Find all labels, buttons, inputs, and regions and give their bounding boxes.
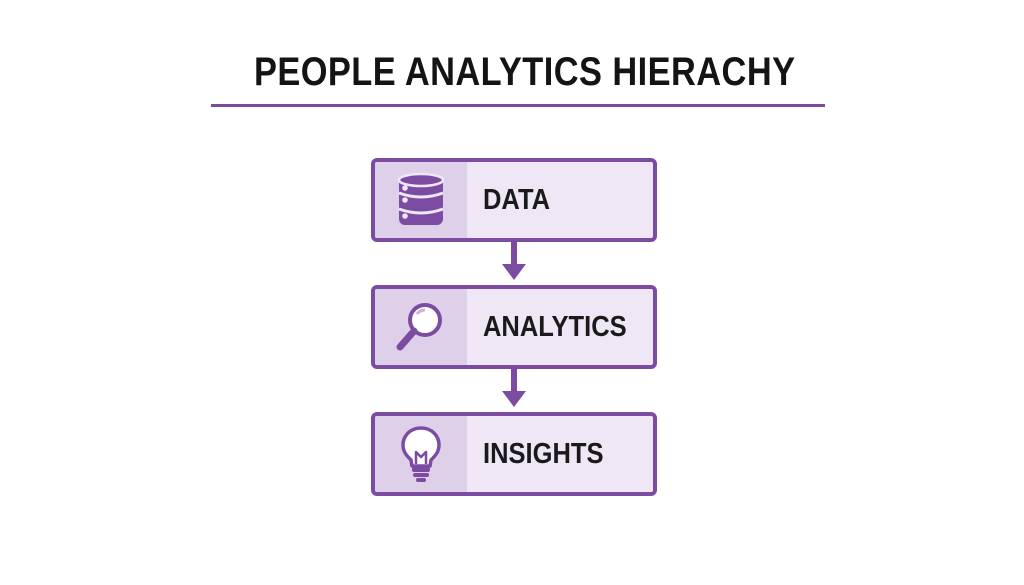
step-icon-panel <box>375 289 467 365</box>
step-box-insights: INSIGHTS <box>371 412 657 496</box>
step-box-data: DATA <box>371 158 657 242</box>
page-title: PEOPLE ANALYTICS HIERACHY <box>253 50 796 94</box>
step-label-data: DATA <box>483 183 551 216</box>
step-label-insights: INSIGHTS <box>483 437 604 470</box>
down-arrow-icon <box>502 240 526 280</box>
step-icon-panel <box>375 162 467 238</box>
magnifying-glass-icon <box>396 303 442 351</box>
step-label-analytics: ANALYTICS <box>483 310 627 343</box>
lightbulb-icon <box>401 426 441 482</box>
step-icon-panel <box>375 416 467 492</box>
title-underline <box>211 104 825 107</box>
step-box-analytics: ANALYTICS <box>371 285 657 369</box>
down-arrow-icon <box>502 367 526 407</box>
database-icon <box>397 172 445 225</box>
